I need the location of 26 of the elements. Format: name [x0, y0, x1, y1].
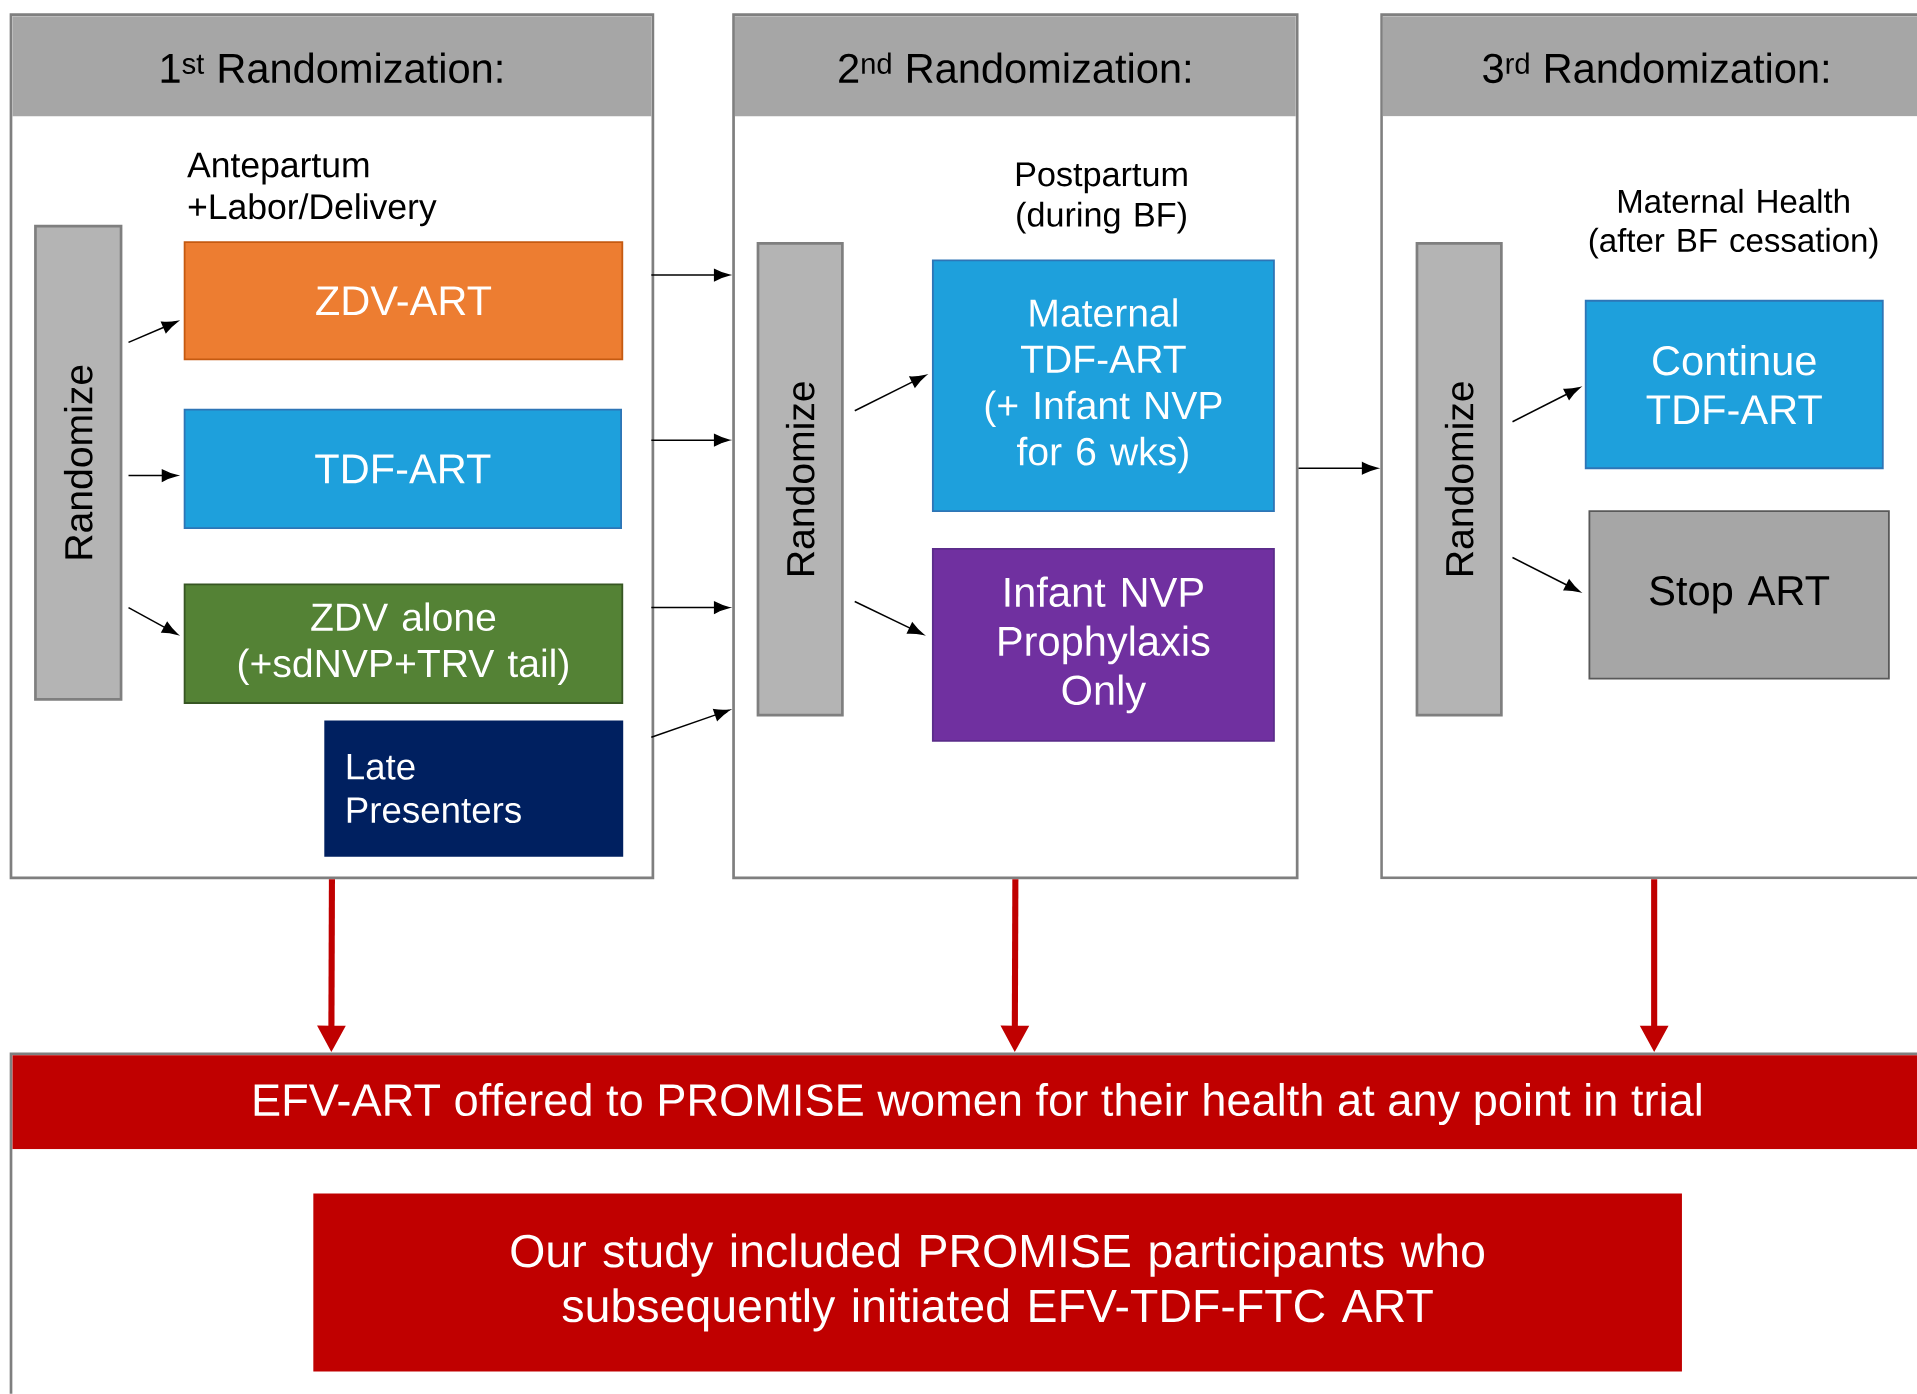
arm-box: Continue TDF-ART [1584, 300, 1884, 470]
arrow [650, 601, 730, 614]
arrow [127, 320, 178, 344]
arm-box: ZDV alone (+sdNVP+TRV tail) [183, 583, 624, 704]
arm-box: Our study included PROMISE participants who subsequently initiated EFV-TDF-FTC ART [313, 1193, 1682, 1372]
arm-box: Infant NVP Prophylaxis Only [931, 548, 1275, 742]
phase-label: Maternal Health (after BF cessation) [1589, 189, 1878, 259]
arrow [650, 709, 730, 739]
arrow [127, 607, 178, 636]
arm-box: TDF-ART [183, 408, 622, 530]
arrow [1511, 387, 1581, 423]
arm-box: Late Presenters [324, 720, 624, 857]
randomize-bar: Randomize [1415, 242, 1503, 717]
arm-box: Stop ART [1588, 510, 1890, 680]
arrow [854, 374, 927, 412]
arrow [650, 269, 730, 282]
arrow [650, 434, 730, 447]
randomize-bar: Randomize [34, 224, 123, 701]
phase-label: Antepartum +Labor/Delivery [187, 152, 437, 227]
randomize-bar: Randomize [756, 242, 844, 717]
arm-box: Maternal TDF-ART (+ Infant NVP for 6 wks) [931, 259, 1275, 513]
arrow [1297, 462, 1378, 475]
arrow [127, 469, 178, 482]
arrow [1511, 556, 1581, 593]
arrow [854, 600, 924, 636]
arm-box: ZDV-ART [183, 241, 624, 361]
